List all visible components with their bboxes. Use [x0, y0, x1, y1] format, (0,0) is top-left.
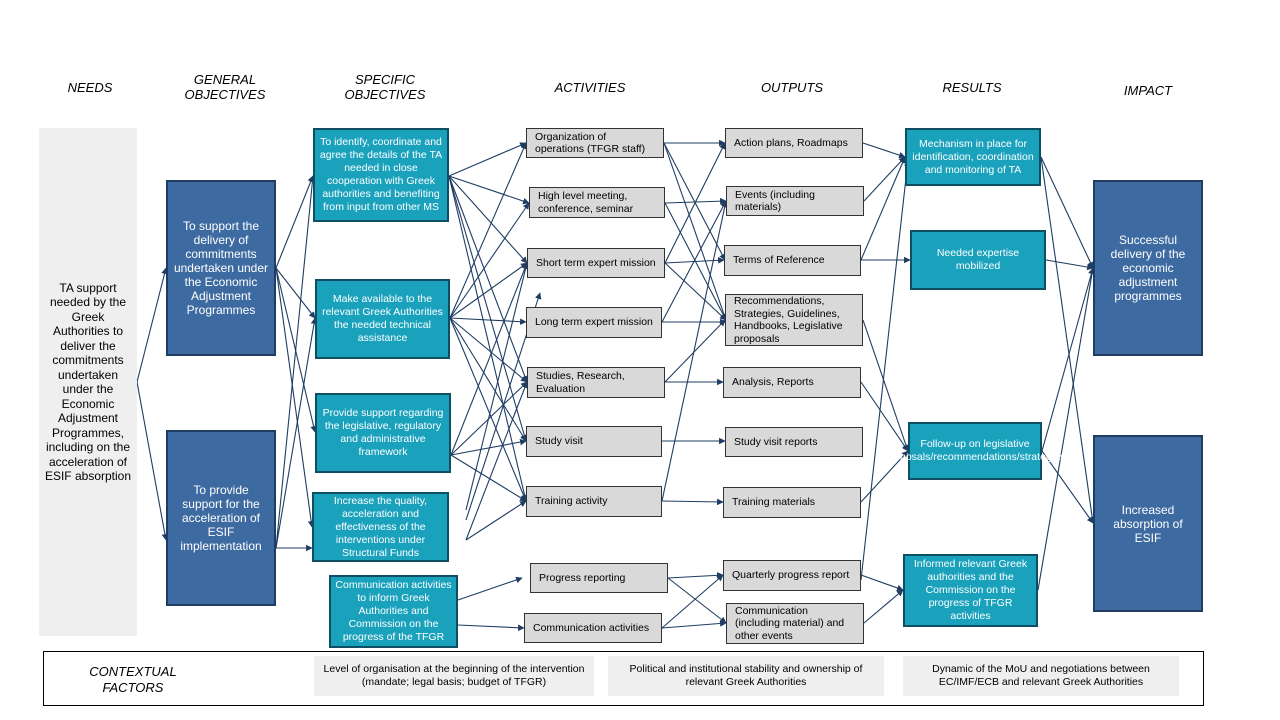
connector-arrow: [275, 267, 315, 528]
connector-arrow: [448, 142, 527, 177]
specific-objective-4: Increase the quality, acceleration and e…: [312, 492, 449, 562]
connector-arrow: [448, 175, 528, 502]
connector-arrow: [448, 175, 528, 383]
header-general-objectives: GENERAL OBJECTIVES: [184, 72, 266, 102]
result-mechanism: Mechanism in place for identification, c…: [905, 128, 1041, 186]
output-quarterly-report: Quarterly progress report: [723, 560, 861, 591]
connector-arrow: [275, 175, 314, 269]
specific-objective-1: To identify, coordinate and agree the de…: [313, 128, 449, 222]
connector-arrow: [1041, 267, 1095, 452]
activity-studies-research: Studies, Research, Evaluation: [527, 367, 665, 398]
connector-arrow: [664, 142, 726, 264]
connector-arrow: [661, 498, 724, 506]
connector-arrow: [661, 200, 728, 502]
header-results: RESULTS: [942, 80, 1002, 95]
activity-organization: Organization of operations (TFGR staff): [526, 128, 664, 158]
connector-arrow: [1040, 156, 1096, 524]
connector-arrow: [457, 624, 525, 632]
output-action-plans: Action plans, Roadmaps: [725, 128, 863, 158]
contextual-factor-2: Political and institutional stability an…: [608, 656, 884, 696]
connector-arrow: [449, 202, 530, 319]
connector-arrow: [448, 175, 528, 442]
connector-arrow: [860, 574, 904, 592]
general-objective-2: To provide support for the acceleration …: [166, 430, 276, 606]
connector-arrow: [450, 262, 528, 456]
connector-arrow: [664, 319, 726, 383]
connector-arrow: [448, 175, 528, 264]
connector-arrow: [860, 159, 911, 581]
impact-increased-absorption: Increased absorption of ESIF: [1093, 435, 1203, 612]
activity-communication: Communication activities: [524, 613, 662, 643]
header-specific-objectives: SPECIFIC OBJECTIVES: [344, 72, 426, 102]
connector-arrow: [275, 175, 316, 549]
output-terms-of-reference: Terms of Reference: [724, 245, 861, 276]
connector-arrow: [136, 267, 168, 383]
output-study-visit-reports: Study visit reports: [725, 427, 863, 457]
connector-arrow: [450, 454, 527, 502]
general-objective-1: To support the delivery of commitments u…: [166, 180, 276, 356]
specific-objective-5: Communication activities to inform Greek…: [329, 575, 458, 648]
activity-short-term-mission: Short term expert mission: [527, 248, 665, 278]
activity-training: Training activity: [526, 486, 662, 517]
connector-arrow: [457, 576, 523, 601]
header-activities: ACTIVITIES: [554, 80, 626, 95]
activity-study-visit: Study visit: [526, 426, 662, 457]
output-events: Events (including materials): [726, 186, 864, 216]
connector-arrow: [860, 156, 906, 261]
connector-arrow: [863, 589, 904, 624]
connector-arrow: [860, 450, 909, 503]
connector-arrow: [661, 574, 724, 629]
connector-arrow: [275, 267, 316, 319]
connector-arrow: [449, 317, 527, 442]
output-analysis-reports: Analysis, Reports: [723, 367, 861, 398]
header-needs: NEEDS: [67, 80, 113, 95]
output-recommendations: Recommendations, Strategies, Guidelines,…: [725, 294, 863, 346]
output-communication: Communication (including material) and o…: [726, 603, 864, 644]
connector-arrow: [448, 175, 530, 205]
connector-arrow: [1045, 259, 1094, 271]
connector-arrow: [465, 381, 528, 541]
output-training-materials: Training materials: [723, 487, 861, 518]
contextual-factors-panel: [43, 651, 1204, 706]
connector-arrow: [661, 200, 727, 323]
connector-arrow: [449, 142, 527, 319]
needs-box: TA support needed by the Greek Authoriti…: [39, 128, 137, 636]
connector-arrow: [1041, 450, 1094, 524]
activity-long-term-mission: Long term expert mission: [526, 307, 662, 338]
connector-arrow: [1037, 267, 1096, 591]
result-follow-up: Follow-up on legislative proposals/recom…: [885, 422, 1065, 480]
connector-arrow: [664, 262, 727, 321]
connector-arrow: [136, 381, 169, 541]
specific-objective-3: Provide support regarding the legislativ…: [315, 393, 451, 473]
connector-arrow: [465, 262, 529, 511]
connector-arrow: [661, 620, 727, 629]
connector-arrow: [450, 438, 527, 456]
activity-high-level-meeting: High level meeting, conference, seminar: [529, 187, 665, 218]
contextual-factors-label: CONTEXTUAL FACTORS: [89, 664, 177, 695]
connector-arrow: [667, 577, 727, 624]
connector-arrow: [465, 500, 527, 541]
connector-arrow: [275, 317, 318, 549]
result-expertise: Needed expertise mobilized: [910, 230, 1046, 290]
contextual-factor-3: Dynamic of the MoU and negotiations betw…: [903, 656, 1179, 696]
specific-objective-2: Make available to the relevant Greek Aut…: [315, 279, 450, 359]
connector-arrow: [663, 142, 728, 321]
result-informed: Informed relevant Greek authorities and …: [903, 554, 1038, 627]
connector-arrow: [862, 319, 910, 452]
connector-arrow: [449, 262, 528, 319]
contextual-factor-1: Level of organisation at the beginning o…: [314, 656, 594, 696]
activity-progress-reporting: Progress reporting: [530, 563, 668, 593]
connector-arrow: [1040, 156, 1094, 269]
header-impact: IMPACT: [1123, 83, 1173, 98]
connector-arrow: [860, 381, 909, 452]
connector-arrow: [862, 142, 906, 159]
connector-arrow: [449, 317, 527, 325]
connector-arrow: [449, 317, 527, 502]
connector-arrow: [863, 156, 906, 202]
header-outputs: OUTPUTS: [760, 80, 824, 95]
connector-arrow: [667, 572, 724, 579]
impact-successful-delivery: Successful delivery of the economic adju…: [1093, 180, 1203, 356]
